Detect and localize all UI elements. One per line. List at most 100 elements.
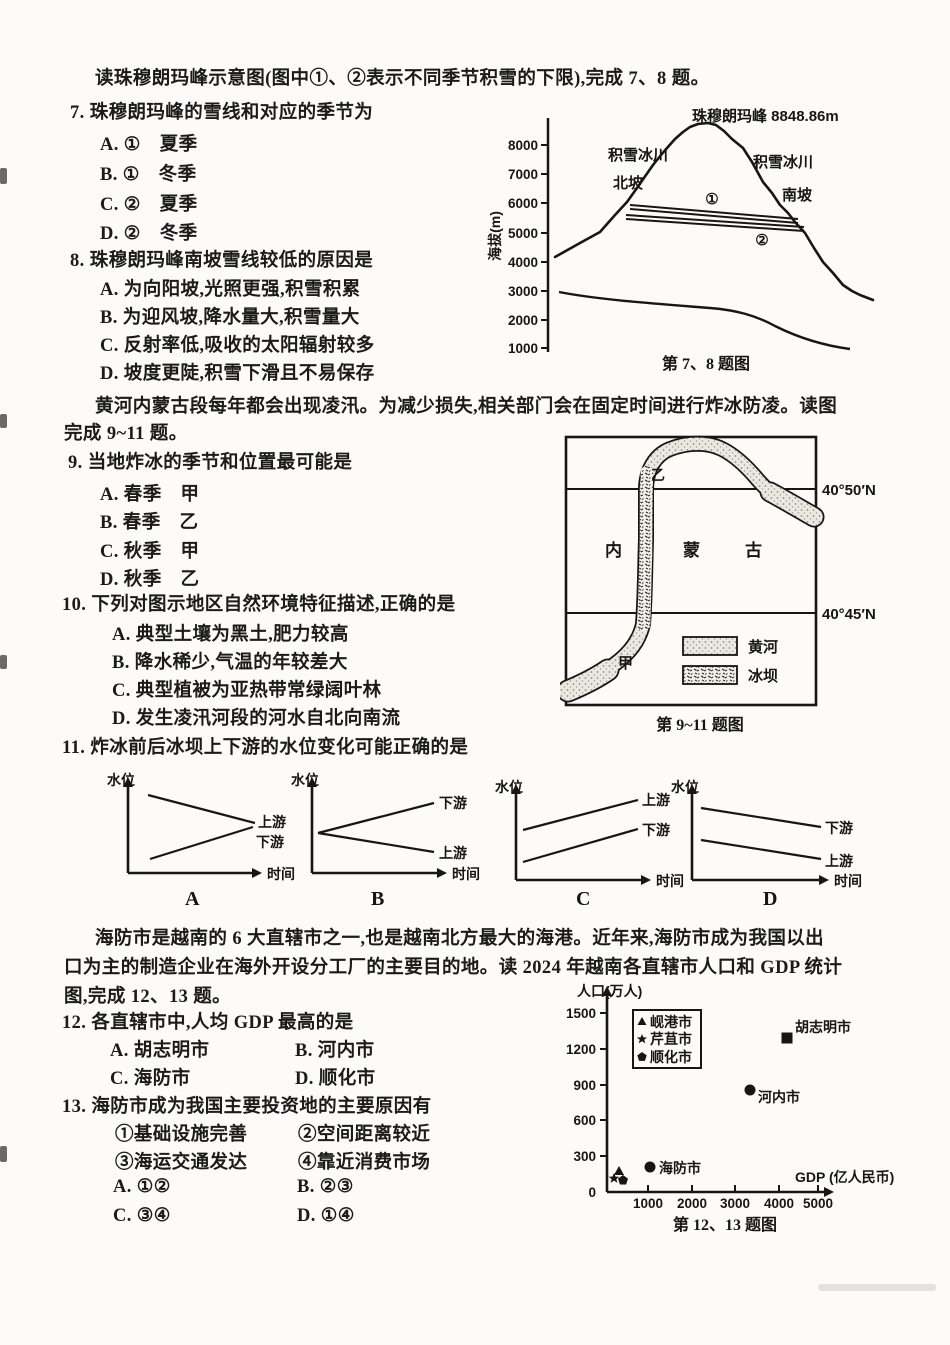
question-9-option-b: B. 春季 乙	[100, 513, 199, 533]
point-jia-label: 甲	[618, 655, 633, 672]
region-label-nei: 内	[605, 540, 622, 560]
x-arrow-icon	[437, 868, 447, 878]
question-7-option-a: A. ① 夏季	[100, 135, 198, 155]
panel-b-xlabel: 时间	[452, 866, 480, 882]
region-label-meng: 蒙	[683, 540, 700, 560]
scatter-y-axis-label: 人口(万人)	[577, 983, 642, 999]
x-arrow-icon	[641, 875, 651, 885]
panel-a-lower-line	[149, 825, 254, 861]
snow-limit-line-1	[629, 204, 799, 224]
question-10-option-a: A. 典型土壤为黑土,肥力较高	[112, 625, 349, 645]
panel-b-lower-line	[317, 831, 435, 854]
point-cluster-small-cities	[608, 1166, 628, 1185]
yellow-river-band	[560, 435, 825, 703]
panel-a-letter: A	[185, 888, 200, 910]
panel-a-ylabel: 水位	[107, 772, 135, 788]
scan-artifact	[0, 414, 7, 428]
snow-line-2-label: ②	[755, 232, 768, 249]
question-12-stem: 12. 各直辖市中,人均 GDP 最高的是	[62, 1013, 354, 1033]
yellow-river-map-figure: 40°50′N 40°45′N 内 蒙 古 甲 乙 黄河 冰坝 第 9~11 题…	[560, 435, 876, 734]
point-hue-marker	[618, 1175, 628, 1185]
panel-c-ylabel: 水位	[495, 779, 523, 795]
scan-artifact	[0, 168, 7, 184]
pentagon-marker-icon	[637, 1052, 647, 1061]
y-arrow-icon	[687, 784, 697, 794]
intro-paragraph-7-8: 读珠穆朗玛峰示意图(图中①、②表示不同季节积雪的下限),完成 7、8 题。	[95, 69, 710, 89]
right-glacier-label: 积雪冰川	[753, 153, 813, 171]
question-7-option-c: C. ② 夏季	[100, 195, 198, 215]
intro-paragraph-12-13-line1: 海防市是越南的 6 大直辖市之一,也是越南北方最大的海港。近年来,海防市成为我国…	[95, 929, 825, 949]
mountain-profile-line	[553, 121, 875, 302]
scatter-xtick-4000: 4000	[764, 1196, 794, 1211]
everest-y-axis-label: 海拔(m)	[487, 211, 503, 261]
question-8-option-a: A. 为向阳坡,光照更强,积雪积累	[100, 280, 361, 300]
star-marker-icon	[636, 1034, 648, 1044]
question-13-item-4: ④靠近消费市场	[298, 1153, 431, 1173]
scatter-x-axis-label: GDP (亿人民币)	[795, 1169, 894, 1185]
panel-a-xlabel: 时间	[267, 866, 295, 882]
question-11-stem: 11. 炸冰前后冰坝上下游的水位变化可能正确的是	[62, 738, 469, 758]
question-10-option-d: D. 发生凌汛河段的河水自北向南流	[112, 709, 401, 729]
question-13-option-c: C. ③④	[113, 1206, 171, 1226]
everest-y-ticks	[541, 144, 548, 349]
question-8-option-d: D. 坡度更陡,积雪下滑且不易保存	[100, 364, 375, 384]
point-hanoi-label: 河内市	[758, 1089, 800, 1105]
scatter-legend: 岘港市 芹苴市 顺化市	[632, 1009, 702, 1069]
question-13-stem: 13. 海防市成为我国主要投资地的主要原因有	[62, 1097, 432, 1117]
triangle-marker-icon	[637, 1017, 647, 1025]
panel-d-letter: D	[763, 888, 777, 910]
everest-ytick-3000: 3000	[508, 284, 538, 299]
scan-artifact	[0, 1146, 7, 1162]
panel-c-upper-line	[522, 798, 639, 832]
question-12-option-a: A. 胡志明市	[110, 1041, 210, 1061]
scatter-ytick-1200: 1200	[566, 1042, 596, 1057]
water-level-option-graphs: 水位 时间 上游 下游 A 水位 时间 下游 上游 B	[107, 772, 862, 910]
point-cantho-marker	[608, 1173, 620, 1183]
everest-ytick-7000: 7000	[508, 167, 538, 182]
legend-river-swatch	[682, 636, 738, 656]
point-danang-marker	[614, 1166, 624, 1175]
y-arrow-icon	[123, 777, 133, 787]
panel-b-upper-label: 下游	[439, 795, 467, 811]
panel-b-lower-label: 上游	[439, 845, 467, 861]
point-haiphong-label: 海防市	[659, 1160, 701, 1176]
question-7-option-b: B. ① 冬季	[100, 165, 197, 185]
question-7-option-d: D. ② 冬季	[100, 224, 198, 244]
snow-limit-line-2	[625, 214, 805, 232]
question-12-option-c: C. 海防市	[110, 1069, 191, 1089]
graph-panel-d: 水位 时间 下游 上游 D	[671, 779, 862, 910]
point-hochiminh-label: 胡志明市	[795, 1019, 851, 1035]
question-9-option-c: C. 秋季 甲	[100, 542, 200, 562]
figure-7-8-caption: 第 7、8 题图	[662, 354, 750, 373]
figure-12-13-caption: 第 12、13 题图	[673, 1215, 777, 1234]
x-arrow-icon	[824, 1187, 834, 1197]
question-8-option-b: B. 为迎风坡,降水量大,积雪量大	[100, 308, 360, 328]
everest-ytick-5000: 5000	[508, 226, 538, 241]
everest-ytick-2000: 2000	[508, 313, 538, 328]
panel-a-upper-label: 上游	[258, 814, 286, 830]
point-hanoi-marker	[744, 1084, 756, 1096]
faint-watermark	[818, 1284, 936, 1291]
question-12-option-d: D. 顺化市	[295, 1069, 376, 1089]
panel-a-lower-label: 下游	[256, 834, 284, 850]
legend-cantho-label: 芹苴市	[650, 1031, 692, 1047]
question-10-option-b: B. 降水稀少,气温的年较差大	[112, 653, 348, 673]
question-10-stem: 10. 下列对图示地区自然环境特征描述,正确的是	[62, 595, 456, 615]
question-8-stem: 8. 珠穆朗玛峰南坡雪线较低的原因是	[70, 251, 374, 271]
point-haiphong-marker	[644, 1161, 656, 1173]
map-legend: 黄河 冰坝	[682, 636, 778, 685]
point-hochiminh-marker	[781, 1032, 793, 1044]
legend-river-label: 黄河	[748, 638, 778, 656]
panel-c-lower-label: 下游	[642, 822, 670, 838]
intro-paragraph-9-11-line2: 完成 9~11 题。	[64, 424, 188, 444]
intro-paragraph-12-13-line2: 口为主的制造企业在海外开设分工厂的主要目的地。读 2024 年越南各直辖市人口和…	[64, 958, 843, 978]
y-arrow-icon	[511, 784, 521, 794]
panel-d-lower-line	[700, 838, 822, 861]
legend-icedam-label: 冰坝	[748, 667, 778, 685]
graph-panel-c: 水位 时间 上游 下游 C	[495, 779, 684, 910]
scatter-ytick-900: 900	[573, 1078, 596, 1093]
scatter-ytick-0: 0	[588, 1185, 596, 1200]
question-13-option-d: D. ①④	[297, 1206, 355, 1226]
intro-paragraph-12-13-line3: 图,完成 12、13 题。	[64, 987, 232, 1007]
